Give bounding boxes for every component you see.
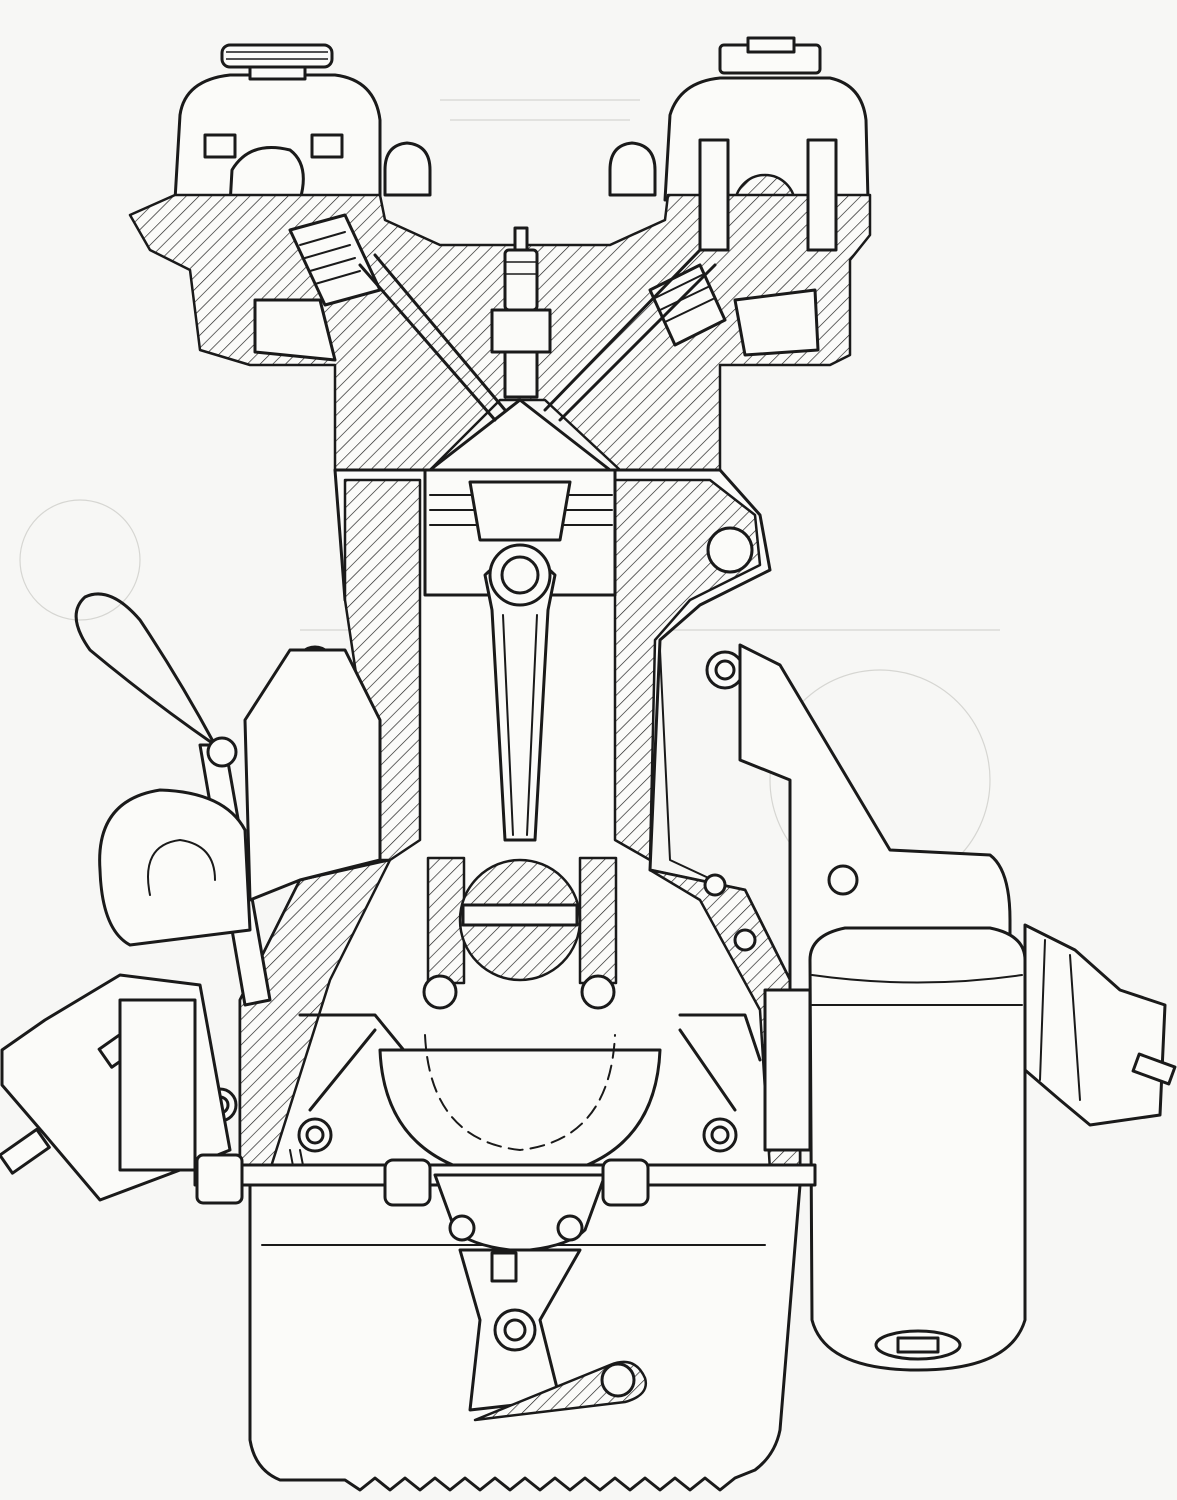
dipstick-handle bbox=[74, 592, 217, 747]
exhaust-valve bbox=[543, 248, 727, 422]
oil-filler-cap bbox=[220, 43, 334, 69]
bracket-nut bbox=[827, 864, 859, 896]
spark-plug bbox=[490, 226, 552, 399]
big-end-cap-left bbox=[426, 856, 466, 985]
big-end-nut-right bbox=[580, 974, 616, 1010]
sump-nut-1 bbox=[383, 1158, 432, 1207]
head-nut-right bbox=[608, 141, 657, 197]
exhaust-port bbox=[733, 288, 820, 357]
big-end-nut-left bbox=[422, 974, 458, 1010]
block-front-boss bbox=[118, 998, 197, 1172]
inlet-port bbox=[253, 298, 337, 362]
big-end-cap-right bbox=[578, 856, 618, 985]
distributor-drum bbox=[98, 788, 252, 947]
water-passage bbox=[706, 526, 754, 574]
gudgeon-pin bbox=[500, 555, 540, 595]
sump-nut-3 bbox=[195, 1153, 244, 1205]
oil-filter-canister bbox=[808, 926, 1027, 1372]
right-ancillaries bbox=[738, 643, 1177, 1372]
block-side-plate bbox=[243, 648, 382, 902]
bolt-7 bbox=[703, 873, 727, 897]
left-ancillaries bbox=[0, 592, 382, 1441]
cylinder-wall-right bbox=[613, 478, 762, 862]
inlet-valve bbox=[288, 213, 507, 422]
sump-nut-2 bbox=[601, 1158, 650, 1207]
oil-sump bbox=[193, 1153, 817, 1492]
crankpin-oilway bbox=[461, 903, 579, 927]
piston-assembly bbox=[378, 468, 662, 1182]
cam-stud-4 bbox=[806, 138, 838, 252]
block-rear-boss bbox=[763, 988, 812, 1152]
cylinder-head bbox=[128, 36, 872, 472]
bolt-8 bbox=[733, 928, 757, 952]
mount-stud-right bbox=[1131, 1052, 1177, 1086]
cam-stud-3 bbox=[698, 138, 730, 252]
mount-stud-lower bbox=[0, 1127, 51, 1175]
right-engine-mount bbox=[1023, 923, 1167, 1127]
head-nut-left bbox=[383, 141, 432, 197]
cam-bolt-2 bbox=[310, 133, 344, 159]
piston-crown-recess bbox=[468, 480, 572, 542]
cam-bolt-1 bbox=[203, 133, 237, 159]
left-cam-cover bbox=[173, 73, 382, 202]
